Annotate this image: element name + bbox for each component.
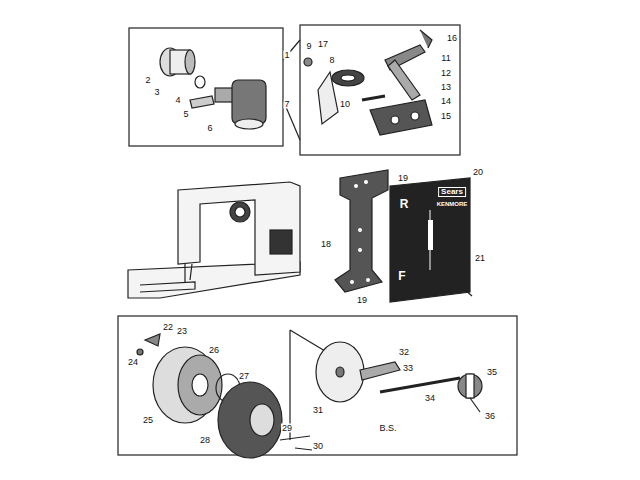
note-text: B.S. bbox=[378, 424, 397, 433]
callout-number: 18 bbox=[320, 240, 332, 249]
bobbin-winder-parts bbox=[160, 48, 266, 129]
callout-number: 4 bbox=[174, 96, 181, 105]
callout-number: 7 bbox=[283, 100, 290, 109]
callout-number: 1 bbox=[283, 51, 290, 60]
callout-number: 6 bbox=[206, 124, 213, 133]
brand-name: KENMORE bbox=[436, 201, 469, 207]
panel-frame bbox=[300, 25, 460, 155]
handwheel-parts bbox=[137, 334, 312, 458]
front-plate bbox=[390, 178, 470, 302]
callout-number: 17 bbox=[317, 40, 329, 49]
callout-number: 25 bbox=[142, 416, 154, 425]
callout-number: 22 bbox=[162, 323, 174, 332]
callout-number: 29 bbox=[281, 424, 293, 433]
callout-number: 27 bbox=[238, 372, 250, 381]
callout-number: 32 bbox=[398, 348, 410, 357]
callout-number: 5 bbox=[182, 110, 189, 119]
bracket-holes bbox=[350, 180, 370, 284]
mounting-bracket bbox=[335, 170, 388, 292]
callout-number: 3 bbox=[153, 88, 160, 97]
callout-number: 8 bbox=[328, 56, 335, 65]
callout-number: 24 bbox=[127, 358, 139, 367]
stitch-regulator-parts bbox=[316, 342, 482, 412]
callout-number: 34 bbox=[424, 394, 436, 403]
callout-number: 2 bbox=[144, 76, 151, 85]
callout-number: 21 bbox=[474, 254, 486, 263]
callout-number: 19 bbox=[356, 296, 368, 305]
plate-mark: R bbox=[399, 198, 410, 210]
callout-number: 33 bbox=[402, 364, 414, 373]
panel-frame bbox=[129, 28, 283, 146]
callout-number: 15 bbox=[440, 112, 452, 121]
bracket-line bbox=[283, 100, 300, 140]
callout-number: 31 bbox=[312, 406, 324, 415]
callout-number: 12 bbox=[440, 69, 452, 78]
panel-frame bbox=[118, 316, 517, 455]
callout-number: 36 bbox=[484, 412, 496, 421]
callout-number: 35 bbox=[486, 368, 498, 377]
sewing-machine-body bbox=[128, 182, 300, 298]
callout-number: 23 bbox=[176, 327, 188, 336]
brand-name: Sears bbox=[438, 187, 466, 197]
plate-mark: F bbox=[397, 270, 406, 282]
callout-number: 10 bbox=[339, 100, 351, 109]
callout-number: 28 bbox=[199, 436, 211, 445]
callout-number: 14 bbox=[440, 97, 452, 106]
bracket-line bbox=[283, 40, 300, 60]
callout-number: 20 bbox=[472, 168, 484, 177]
callout-number: 19 bbox=[397, 174, 409, 183]
callout-number: 13 bbox=[440, 83, 452, 92]
screw bbox=[390, 192, 398, 196]
callout-number: 9 bbox=[305, 42, 312, 51]
callout-number: 11 bbox=[440, 54, 451, 63]
presser-mechanism-parts bbox=[304, 30, 432, 135]
callout-number: 30 bbox=[312, 442, 324, 451]
callout-number: 16 bbox=[446, 34, 458, 43]
callout-number: 26 bbox=[208, 346, 220, 355]
